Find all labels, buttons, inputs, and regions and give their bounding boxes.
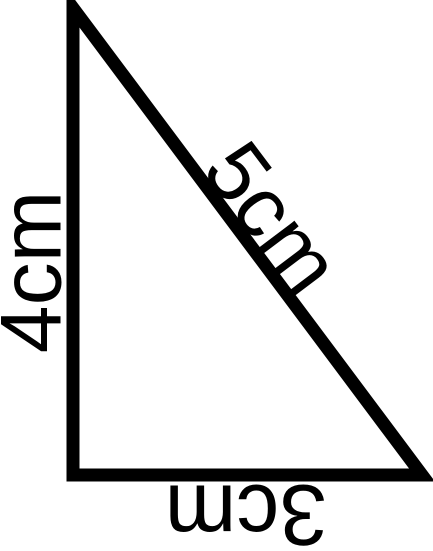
- vertical-side-label: 4cm: [0, 191, 80, 353]
- right-triangle-shape: [66, 0, 433, 482]
- horizontal-side-label: 3cm: [165, 466, 327, 551]
